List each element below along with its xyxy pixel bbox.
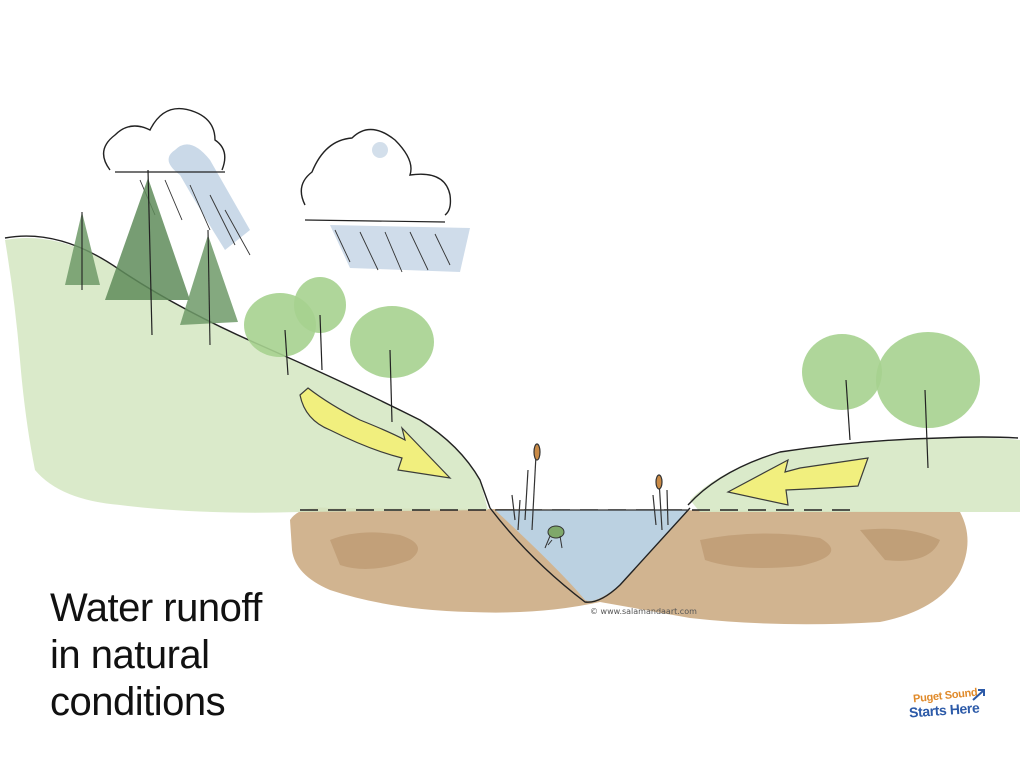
image-credit: © www.salamandaart.com — [590, 607, 697, 616]
rain-cloud-right — [300, 128, 470, 273]
puget-sound-logo: Puget Sound Starts Here — [905, 687, 995, 732]
title-line-3: conditions — [50, 680, 226, 724]
arrow-icon — [972, 689, 985, 701]
slide-title: Water runoff in natural conditions — [50, 585, 350, 726]
deciduous-trees — [244, 277, 980, 469]
title-line-2: in natural — [50, 633, 210, 677]
cattails — [511, 443, 669, 531]
rain-cloud-left — [102, 107, 251, 256]
runoff-arrow-left — [299, 387, 452, 479]
frog-icon — [544, 525, 565, 549]
evergreen-trees — [65, 169, 238, 346]
pond — [489, 507, 691, 603]
runoff-arrow-right — [726, 457, 869, 506]
title-line-1: Water runoff — [50, 586, 262, 630]
logo-line-2: Starts Here — [908, 699, 980, 721]
